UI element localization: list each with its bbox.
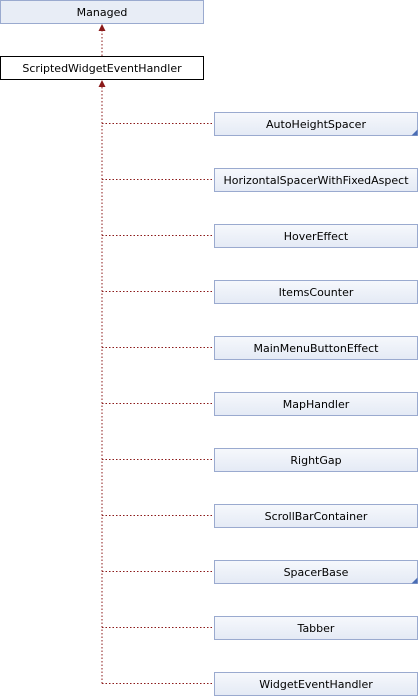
edge-focus-to-managed-arrow xyxy=(98,24,106,31)
node-main-menu-button-effect-label: MainMenuButtonEffect xyxy=(254,342,380,355)
node-items-counter-label: ItemsCounter xyxy=(279,286,354,299)
node-scripted-widget-event-handler: ScriptedWidgetEventHandler xyxy=(0,56,204,80)
node-right-gap-label: RightGap xyxy=(290,454,341,467)
child-nodes-layer: AutoHeightSpacerHorizontalSpacerWithFixe… xyxy=(214,112,418,696)
node-right-gap[interactable]: RightGap xyxy=(214,448,418,472)
node-widget-event-handler[interactable]: WidgetEventHandler xyxy=(214,672,418,696)
edges-layer xyxy=(98,24,214,684)
node-hover-effect[interactable]: HoverEffect xyxy=(214,224,418,248)
node-managed[interactable]: Managed xyxy=(0,0,204,24)
node-spacer-base[interactable]: SpacerBase xyxy=(214,560,418,584)
node-widget-event-handler-label: WidgetEventHandler xyxy=(259,678,373,691)
node-spacer-base-more-icon xyxy=(411,577,418,584)
node-scroll-bar-container[interactable]: ScrollBarContainer xyxy=(214,504,418,528)
node-auto-height-spacer-more-icon xyxy=(411,129,418,136)
node-managed-label: Managed xyxy=(77,6,128,19)
node-items-counter[interactable]: ItemsCounter xyxy=(214,280,418,304)
node-auto-height-spacer-label: AutoHeightSpacer xyxy=(266,118,366,131)
node-spacer-base-label: SpacerBase xyxy=(284,566,349,579)
node-scripted-widget-event-handler-box xyxy=(0,56,204,80)
node-scroll-bar-container-label: ScrollBarContainer xyxy=(265,510,368,523)
node-horizontal-spacer-with-fixed-aspect-label: HorizontalSpacerWithFixedAspect xyxy=(223,174,409,187)
node-managed-box xyxy=(0,0,204,24)
node-horizontal-spacer-with-fixed-aspect[interactable]: HorizontalSpacerWithFixedAspect xyxy=(214,168,418,192)
node-scripted-widget-event-handler-label: ScriptedWidgetEventHandler xyxy=(22,62,182,75)
node-main-menu-button-effect[interactable]: MainMenuButtonEffect xyxy=(214,336,418,360)
edge-trunk-to-focus-arrow xyxy=(98,80,106,87)
node-map-handler[interactable]: MapHandler xyxy=(214,392,418,416)
node-tabber-label: Tabber xyxy=(297,622,335,635)
node-map-handler-label: MapHandler xyxy=(283,398,350,411)
node-auto-height-spacer[interactable]: AutoHeightSpacer xyxy=(214,112,418,136)
node-hover-effect-label: HoverEffect xyxy=(284,230,349,243)
node-tabber[interactable]: Tabber xyxy=(214,616,418,640)
